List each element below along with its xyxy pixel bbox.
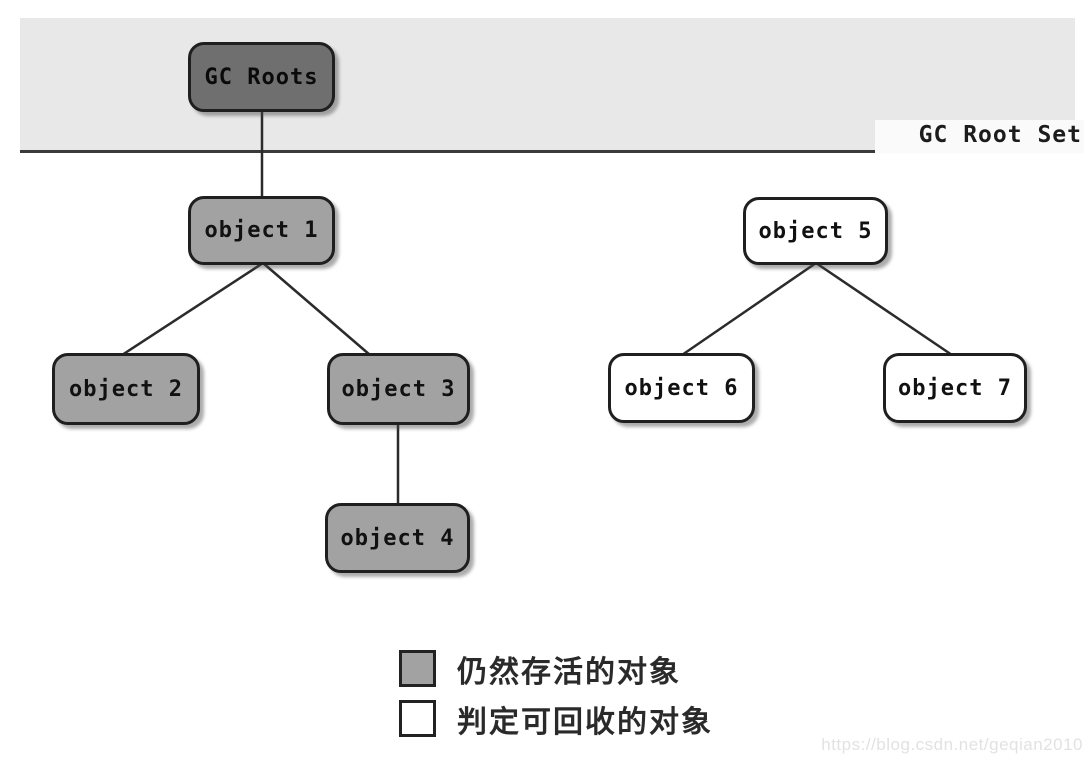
- gc-root-set-divider-line: [20, 150, 1076, 153]
- edge-object1-object3: [262, 262, 371, 356]
- gc-root-set-label: GC Root Set: [874, 120, 1084, 153]
- legend-label-recyclable: 判定可回收的对象: [457, 705, 713, 739]
- alive-swatch-icon: [399, 650, 436, 687]
- node-object-6: object 6: [608, 353, 755, 423]
- node-object-4: object 4: [325, 503, 470, 573]
- edge-object5-object6: [681, 261, 817, 357]
- legend: 仍然存活的对象 判定可回收的对象: [399, 650, 713, 750]
- edge-object1-object2: [121, 261, 264, 357]
- node-object-1: object 1: [188, 196, 335, 265]
- legend-item-alive: 仍然存活的对象: [399, 650, 713, 689]
- node-object-2: object 2: [52, 353, 200, 425]
- watermark-url: https://blog.csdn.net/geqian2010: [821, 735, 1083, 754]
- recyclable-swatch-icon: [399, 700, 436, 737]
- legend-label-alive: 仍然存活的对象: [457, 655, 681, 689]
- edge-object5-object7: [815, 261, 953, 357]
- legend-item-recyclable: 判定可回收的对象: [399, 700, 713, 739]
- node-object-7: object 7: [883, 353, 1027, 423]
- node-object-3: object 3: [327, 353, 470, 425]
- node-gc-roots: GC Roots: [188, 42, 335, 112]
- node-object-5: object 5: [743, 197, 888, 265]
